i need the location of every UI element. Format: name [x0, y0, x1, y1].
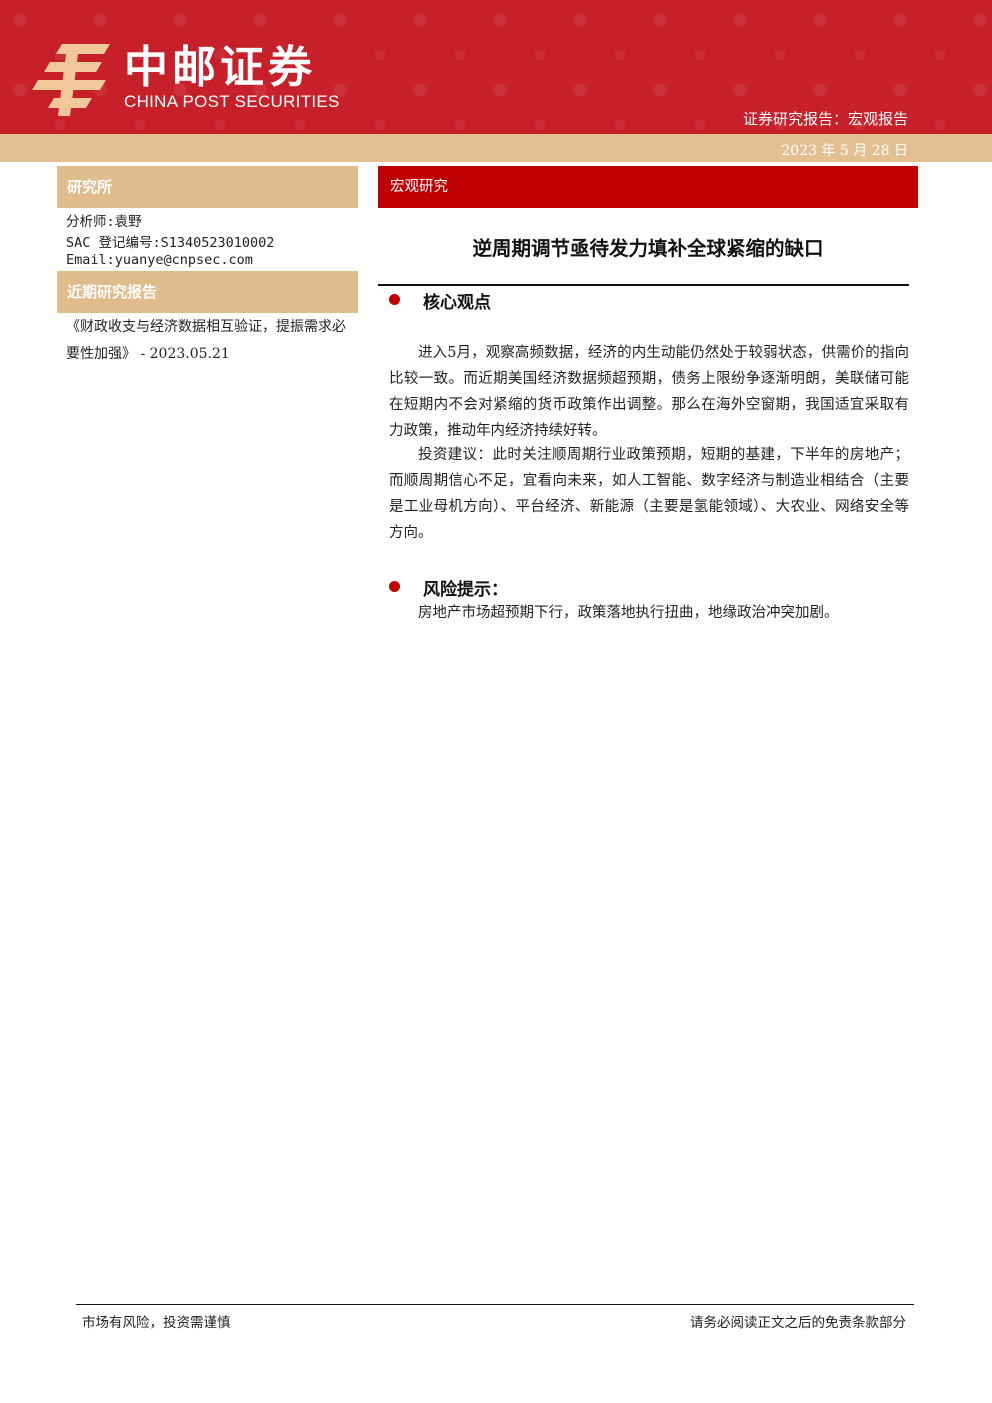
china-post-logo-icon	[32, 44, 110, 116]
core-view-heading: 核心观点	[423, 293, 491, 313]
analyst-email[interactable]: Email:yuanye@cnpsec.com	[66, 252, 253, 268]
date-bar	[0, 134, 992, 162]
bullet-icon	[389, 581, 400, 592]
risk-heading: 风险提示：	[423, 580, 508, 600]
report-date: 2023 年 5 月 28 日	[781, 143, 908, 159]
title-divider	[378, 284, 909, 286]
header-banner	[0, 0, 992, 134]
investment-advice-paragraph: 投资建议：此时关注顺周期行业政策预期，短期的基建，下半年的房地产；而顺周期信心不…	[389, 447, 909, 541]
analyst-name: 分析师:袁野	[66, 214, 142, 230]
logo-chinese-name: 中邮证券	[124, 42, 316, 93]
core-view-paragraph: 进入5月，观察高频数据，经济的内生动能仍然处于较弱状态，供需价的指向比较一致。而…	[389, 345, 909, 439]
report-type-label: 证券研究报告：宏观报告	[742, 110, 908, 128]
section-banner: 宏观研究	[378, 166, 918, 208]
bullet-icon	[389, 294, 400, 305]
logo-english-name: CHINA POST SECURITIES	[124, 92, 340, 111]
footer-disclaimer-note: 请务必阅读正文之后的免责条款部分	[690, 1315, 906, 1331]
recent-reports-heading: 近期研究报告	[57, 271, 358, 313]
sac-registration: SAC 登记编号:S1340523010002	[66, 235, 275, 251]
research-institute-heading: 研究所	[57, 166, 358, 208]
report-title: 逆周期调节亟待发力填补全球紧缩的缺口	[472, 237, 824, 260]
footer-risk-notice: 市场有风险，投资需谨慎	[82, 1315, 231, 1331]
recent-report-link[interactable]: 《财政收支与经济数据相互验证，提振需求必要性加强》 - 2023.05.21	[66, 319, 346, 362]
risk-paragraph: 房地产市场超预期下行，政策落地执行扭曲，地缘政治冲突加剧。	[418, 605, 839, 621]
footer-divider	[76, 1304, 914, 1305]
